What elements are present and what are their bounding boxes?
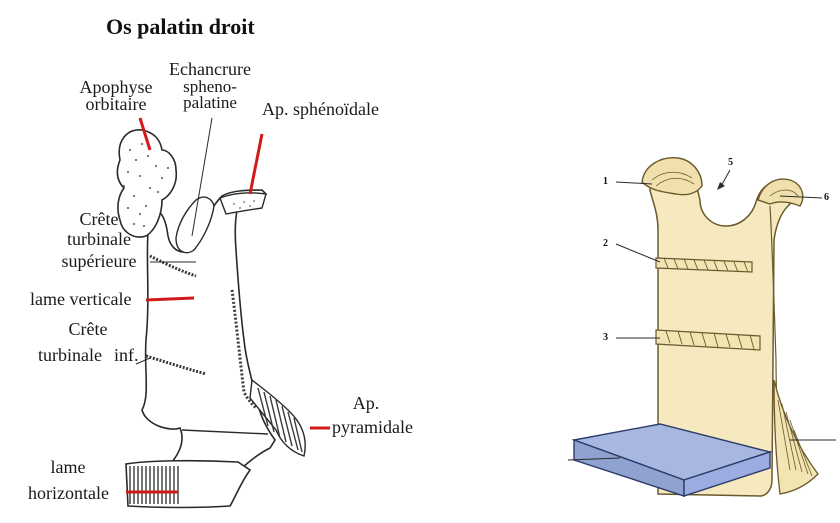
label-crete-sup-line2: turbinale: [67, 229, 131, 249]
horizontal-plate-hatch: [129, 466, 179, 504]
red-pointer-lame-verticale: [145, 296, 195, 302]
sphenoidal-stipple: [233, 200, 255, 209]
number-2: 2: [603, 238, 608, 249]
echancrure-pointer: [191, 117, 213, 237]
label-lame-horizontale-line1: lame: [50, 457, 86, 477]
number-1: 1: [603, 176, 608, 187]
red-pointer-apophyse: [138, 117, 152, 151]
label-crete-inf-line1: Crête: [68, 319, 108, 339]
label-echancrure-line2: spheno-: [183, 77, 237, 96]
right-pyramidal-process: [773, 379, 819, 495]
orbital-process: [116, 129, 178, 238]
sphenopalatine-notch: [175, 196, 215, 254]
inferior-turbinal-crest: [145, 354, 207, 376]
label-apophyse-orbitaire-line2: orbitaire: [85, 94, 147, 114]
leader-2: [615, 243, 661, 263]
right-horizontal-plate-side: [683, 451, 771, 497]
pyramidal-hatch: [257, 387, 303, 453]
lower-plate-edge: [181, 429, 269, 435]
label-lame-horizontale-line2: horizontale: [28, 483, 109, 503]
label-ap-pyramidale-line2: pyramidale: [332, 417, 413, 437]
label-ap-pyramidale-line1: Ap.: [352, 393, 380, 413]
label-crete-sup-line1: Crête: [79, 209, 119, 229]
crete-inf-pointer: [135, 357, 151, 365]
vertical-plate-outline: [141, 189, 276, 473]
sphenoidal-process: [219, 192, 267, 215]
leader-1: [615, 181, 653, 185]
number-5: 5: [728, 157, 733, 168]
superior-turbinal-crest: [149, 254, 197, 278]
label-crete-sup-line3: supérieure: [61, 251, 137, 271]
red-pointer-sphenoidale: [248, 133, 264, 195]
label-lame-verticale: lame verticale: [30, 289, 132, 309]
leader-6: [779, 195, 823, 199]
right-crest-3: [655, 329, 761, 351]
left-bone-illustration: [116, 117, 330, 509]
label-ap-sphenoidale: Ap. sphénoïdale: [262, 99, 379, 119]
horizontal-plate: [125, 459, 252, 509]
posterior-border-shading: [230, 289, 258, 410]
right-bone-illustration: [567, 157, 836, 497]
orbital-stipple: [123, 143, 169, 227]
leader-horizontal: [567, 457, 621, 461]
right-crest-2: [655, 257, 753, 273]
right-sphenoidal-process: [757, 178, 804, 207]
label-crete-inf-line2: turbinale: [38, 345, 102, 365]
number-3: 3: [603, 332, 608, 343]
label-apophyse-orbitaire-line1: Apophyse: [79, 77, 153, 97]
number-6: 6: [824, 192, 829, 203]
label-echancrure-line1: Echancrure: [169, 59, 251, 79]
label-echancrure-line3: palatine: [183, 93, 237, 112]
figure-title: Os palatin droit: [106, 14, 255, 39]
label-crete-inf-line3: inf.: [114, 345, 139, 365]
